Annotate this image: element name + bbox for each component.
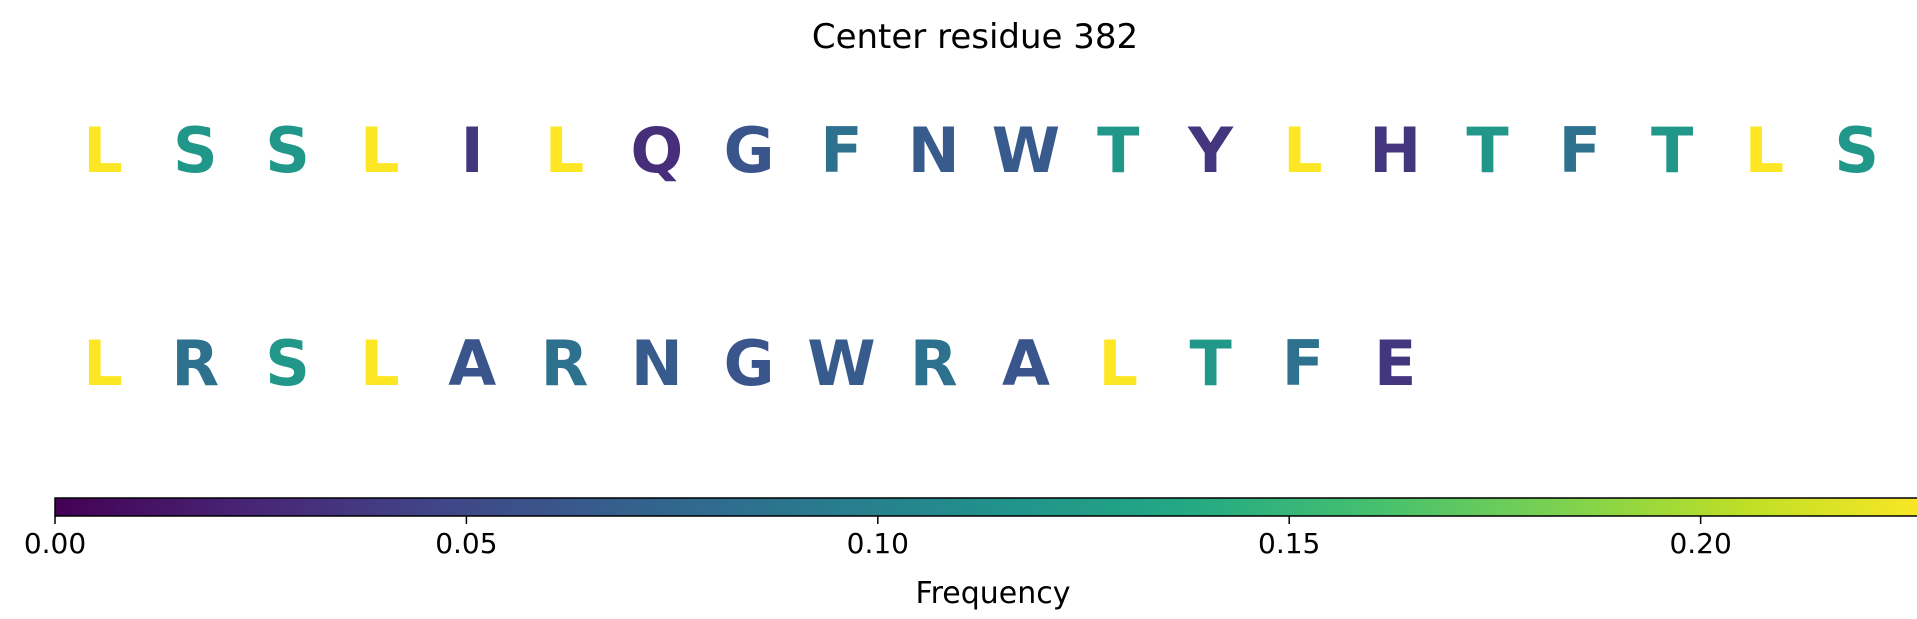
residue-letter: H (1369, 114, 1421, 187)
residue-letter: Y (1187, 114, 1234, 187)
residue-letter: A (448, 327, 496, 400)
colorbar-tick-label: 0.00 (24, 527, 86, 560)
residue-letter: T (1189, 327, 1231, 400)
residue-letter: L (360, 114, 400, 187)
residue-letter: Q (630, 114, 683, 187)
residue-letter: G (724, 327, 775, 400)
colorbar-ticks: 0.00 0.05 0.10 0.15 0.20 (24, 516, 1732, 560)
residue-letter: R (171, 327, 219, 400)
residue-letter: W (807, 327, 875, 400)
colorbar-tick-label: 0.10 (847, 527, 909, 560)
colorbar-label: Frequency (916, 576, 1071, 611)
colorbar-tick-label: 0.20 (1669, 527, 1731, 560)
residue-letter: S (265, 327, 310, 400)
chart-title: Center residue 382 (812, 17, 1138, 57)
residue-letter: L (83, 327, 123, 400)
residue-letter: T (1466, 114, 1508, 187)
residue-letter: L (545, 114, 585, 187)
colorbar-tick-label: 0.05 (435, 527, 497, 560)
residue-letter: G (724, 114, 775, 187)
residue-letter: W (992, 114, 1060, 187)
residue-letter: L (1283, 114, 1323, 187)
residue-letter: E (1374, 327, 1416, 400)
residue-letter: R (541, 327, 589, 400)
residue-letter: A (1002, 327, 1050, 400)
residue-letter: N (908, 114, 960, 187)
residue-letter: T (1651, 114, 1693, 187)
residue-letter: L (1099, 327, 1139, 400)
residue-letter: L (1745, 114, 1785, 187)
residue-letter: F (820, 114, 862, 187)
residue-letter: S (265, 114, 310, 187)
residue-letter: T (1097, 114, 1139, 187)
residue-letter: N (631, 327, 683, 400)
colorbar: 0.00 0.05 0.10 0.15 0.20 Frequency (24, 497, 1917, 611)
residue-letter: S (1834, 114, 1879, 187)
residue-letter: I (461, 114, 484, 187)
residue-letter: L (83, 114, 123, 187)
residue-letter: L (360, 327, 400, 400)
residue-letter: F (1559, 114, 1601, 187)
residue-letter: R (910, 327, 958, 400)
colorbar-gradient (54, 497, 1917, 517)
colorbar-tick-label: 0.15 (1258, 527, 1320, 560)
residue-letter: S (173, 114, 218, 187)
residue-letter: F (1282, 327, 1324, 400)
